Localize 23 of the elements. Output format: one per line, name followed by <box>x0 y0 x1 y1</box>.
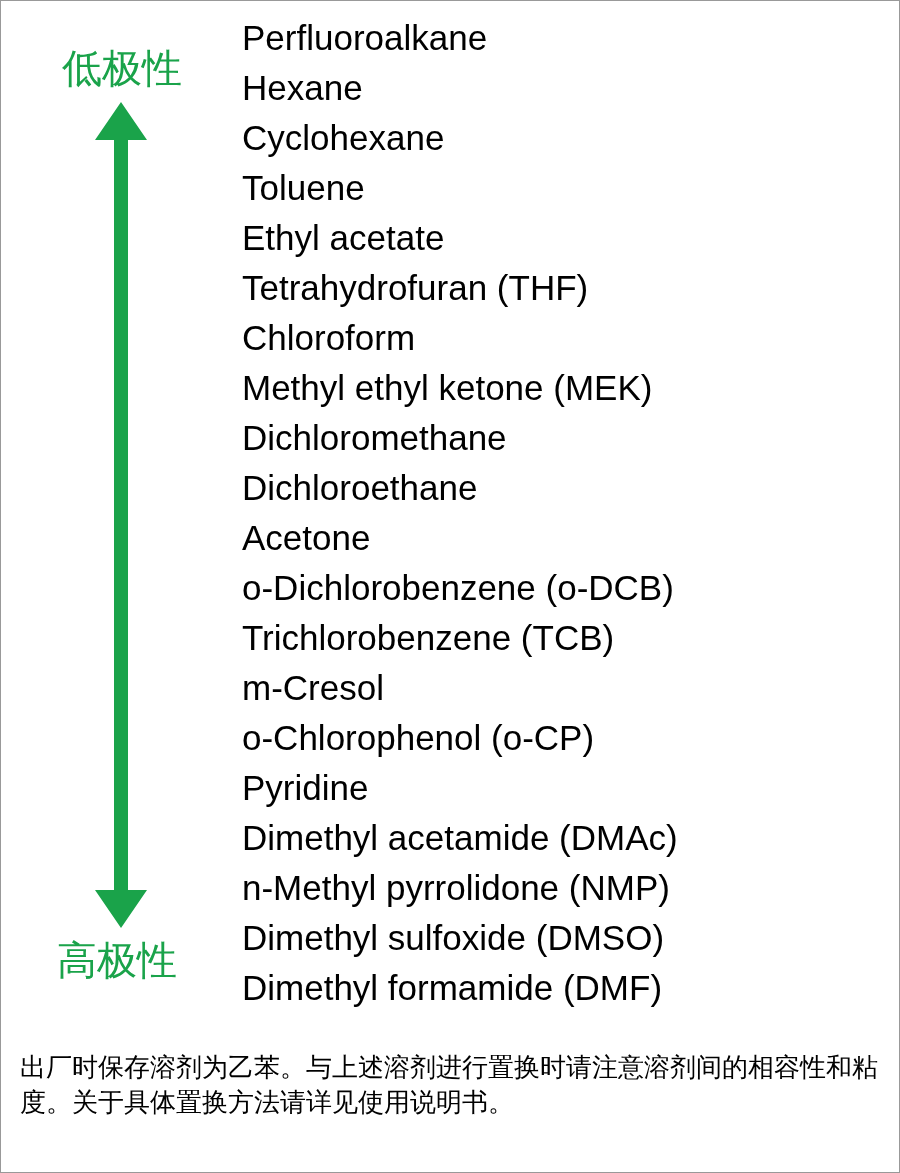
polarity-label: 高极性 <box>57 937 177 983</box>
solvent-name: o-Dichlorobenzene (o-DCB) <box>242 568 674 608</box>
solvent-name: Perfluoroalkane <box>242 18 488 58</box>
solvent-name: Tetrahydrofuran (THF) <box>242 268 589 308</box>
solvent-name: Cyclohexane <box>242 118 445 158</box>
solvent-name: o-Chlorophenol (o-CP) <box>242 718 595 758</box>
solvent-name: Trichlorobenzene (TCB) <box>242 618 615 658</box>
solvent-name: Hexane <box>242 68 363 108</box>
solvent-name: Toluene <box>242 168 365 208</box>
solvent-name: Chloroform <box>242 318 416 358</box>
solvent-name: m-Cresol <box>242 668 384 708</box>
solvent-name: Dichloroethane <box>242 468 478 508</box>
caption: 出厂时保存溶剂为乙苯。与上述溶剂进行置换时请注意溶剂间的相容性和粘度。关于具体置换方法请详见使用说明书。 <box>20 1051 879 1119</box>
solvent-name: Ethyl acetate <box>242 218 445 258</box>
solvent-name: Dimethyl formamide (DMF) <box>242 968 663 1008</box>
polarity-label: 低极性 <box>62 45 182 91</box>
solvent-name: Dimethyl sulfoxide (DMSO) <box>242 918 665 958</box>
solvent-name: Pyridine <box>242 768 369 808</box>
solvent-name: Methyl ethyl ketone (MEK) <box>242 368 653 408</box>
solvent-name: Dimethyl acetamide (DMAc) <box>242 818 678 858</box>
solvent-name: Acetone <box>242 518 371 558</box>
solvent-name: n-Methyl pyrrolidone (NMP) <box>242 868 670 908</box>
solvent-name: Dichloromethane <box>242 418 507 458</box>
